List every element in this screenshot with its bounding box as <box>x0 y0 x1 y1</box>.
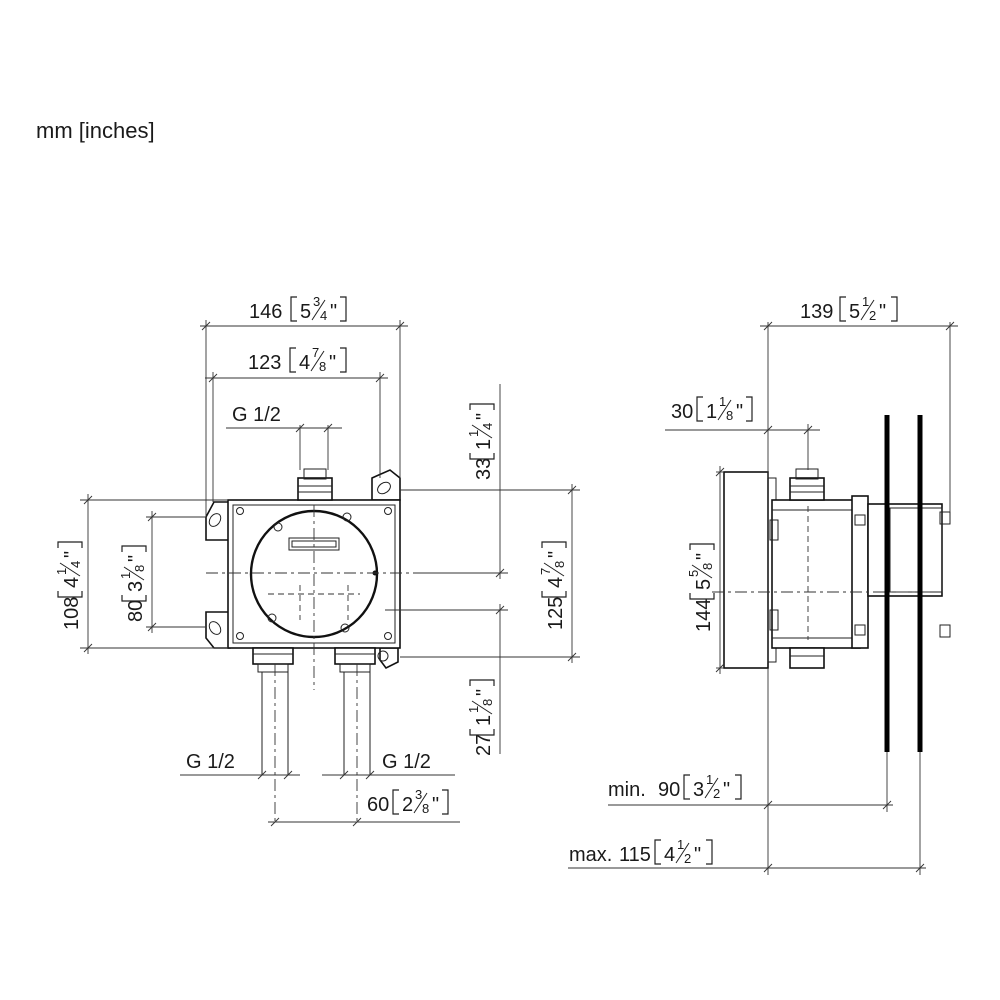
label-bottom-thread-right: G 1/2 <box>382 751 431 773</box>
svg-text:": " <box>879 301 886 323</box>
bottom-connection-left <box>252 647 294 665</box>
dim-height-side: 144 5 5 8 " <box>686 543 715 632</box>
top-connection-side <box>789 477 825 501</box>
mounting-plate <box>723 471 769 669</box>
svg-text:8: 8 <box>132 565 147 572</box>
svg-text:": " <box>694 844 701 866</box>
svg-text:7: 7 <box>312 345 319 360</box>
svg-text:8: 8 <box>480 699 495 706</box>
dim-bottom-offset: 27 1 1 8 " <box>466 679 495 756</box>
svg-text:3: 3 <box>693 779 704 801</box>
svg-text:1: 1 <box>719 394 726 409</box>
svg-text:8: 8 <box>726 408 733 423</box>
svg-text:": " <box>736 401 743 423</box>
svg-text:": " <box>61 551 83 558</box>
svg-text:146: 146 <box>249 301 282 323</box>
dim-depth-overall: 139 5 1 2 " <box>800 294 898 323</box>
svg-text:7: 7 <box>538 568 553 575</box>
svg-text:4: 4 <box>68 561 83 568</box>
svg-text:5: 5 <box>849 301 860 323</box>
svg-text:3: 3 <box>415 787 422 802</box>
svg-text:125: 125 <box>545 597 567 630</box>
svg-text:4: 4 <box>320 308 327 323</box>
svg-text:4: 4 <box>545 577 567 588</box>
dim-outlet-spacing: 60 2 3 8 " <box>367 787 449 816</box>
label-top-thread: G 1/2 <box>232 404 281 426</box>
bottom-connection-right <box>334 647 376 665</box>
svg-text:": " <box>473 413 495 420</box>
dim-height-mounting: 80 3 1 8 " <box>118 545 147 622</box>
svg-text:2: 2 <box>684 851 691 866</box>
dim-height-total: 125 4 7 8 " <box>538 541 567 630</box>
svg-text:1: 1 <box>862 294 869 309</box>
side-view-drawing <box>712 415 951 752</box>
dim-width-mounting: 123 4 7 8 " <box>248 345 347 374</box>
svg-text:3: 3 <box>313 294 320 309</box>
units-label: mm [inches] <box>36 118 155 143</box>
svg-text:1: 1 <box>473 439 495 450</box>
svg-text:1: 1 <box>706 772 713 787</box>
svg-text:108: 108 <box>61 597 83 630</box>
dim-max-depth: max. 115 4 1 2 " <box>569 837 713 866</box>
svg-text:5: 5 <box>300 301 311 323</box>
front-view-drawing <box>205 468 420 822</box>
label-bottom-thread-left: G 1/2 <box>186 751 235 773</box>
svg-text:": " <box>432 794 439 816</box>
svg-text:123: 123 <box>248 352 281 374</box>
svg-text:1: 1 <box>677 837 684 852</box>
svg-text:144: 144 <box>693 599 715 632</box>
svg-text:": " <box>125 555 147 562</box>
svg-text:30: 30 <box>671 401 693 423</box>
svg-text:8: 8 <box>422 801 429 816</box>
svg-text:90: 90 <box>658 779 680 801</box>
svg-text:8: 8 <box>552 561 567 568</box>
svg-text:": " <box>329 352 336 374</box>
svg-text:4: 4 <box>299 352 310 374</box>
svg-text:2: 2 <box>869 308 876 323</box>
svg-text:min.: min. <box>608 779 646 801</box>
svg-text:4: 4 <box>664 844 675 866</box>
svg-text:": " <box>723 779 730 801</box>
svg-text:": " <box>330 301 337 323</box>
mounting-ear-top-right <box>371 469 401 501</box>
svg-text:1: 1 <box>466 430 481 437</box>
bottom-connection-side <box>789 647 825 669</box>
valve-head <box>867 503 943 597</box>
svg-text:": " <box>693 553 715 560</box>
svg-text:1: 1 <box>706 401 717 423</box>
svg-text:27: 27 <box>473 734 495 756</box>
dim-top-offset: 33 1 1 4 " <box>466 403 495 480</box>
svg-text:2: 2 <box>713 786 720 801</box>
svg-text:2: 2 <box>402 794 413 816</box>
svg-text:139: 139 <box>800 301 833 323</box>
svg-text:5: 5 <box>693 579 715 590</box>
svg-text:33: 33 <box>473 458 495 480</box>
svg-text:115: 115 <box>619 844 651 866</box>
svg-text:": " <box>473 689 495 696</box>
svg-text:max.: max. <box>569 844 612 866</box>
svg-text:1: 1 <box>473 715 495 726</box>
dim-height-overall: 108 4 1 4 " <box>54 541 83 630</box>
dim-width-overall: 146 5 3 4 " <box>249 294 347 323</box>
svg-text:5: 5 <box>686 570 701 577</box>
dim-min-depth: min. 90 3 1 2 " <box>608 772 742 801</box>
dim-flange: 30 1 1 8 " <box>671 394 753 423</box>
svg-text:8: 8 <box>700 563 715 570</box>
svg-text:1: 1 <box>54 568 69 575</box>
svg-text:": " <box>545 551 567 558</box>
svg-text:1: 1 <box>466 706 481 713</box>
svg-text:8: 8 <box>319 359 326 374</box>
mounting-ear-bottom-left <box>205 611 231 649</box>
svg-text:4: 4 <box>480 423 495 430</box>
top-connection <box>297 477 333 501</box>
valve-body-side <box>771 499 861 649</box>
svg-text:4: 4 <box>61 577 83 588</box>
front-view-dimension-lines <box>80 320 580 827</box>
svg-text:1: 1 <box>118 572 133 579</box>
svg-text:60: 60 <box>367 794 389 816</box>
svg-text:80: 80 <box>125 600 147 622</box>
svg-text:3: 3 <box>125 581 147 592</box>
side-view-dimension-lines <box>568 321 958 875</box>
